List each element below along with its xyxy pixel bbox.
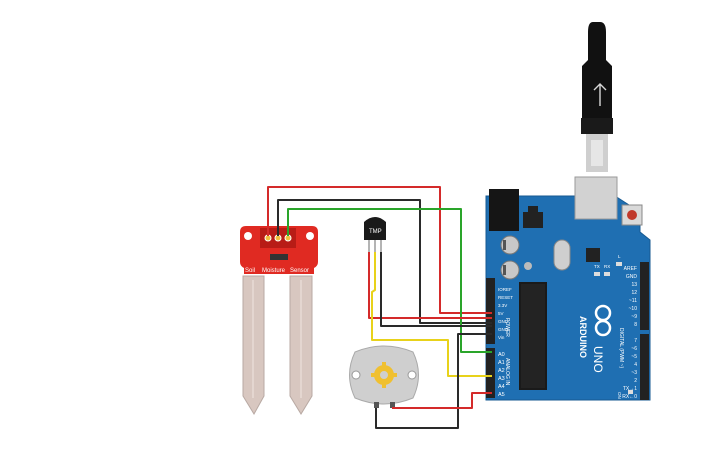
power-section-label: POWER (504, 318, 510, 337)
pin-label-aref: AREF (624, 266, 637, 272)
wire-motor-signal[interactable] (392, 392, 492, 409)
analog-header (486, 348, 495, 398)
soil-moisture-sensor[interactable]: Soil Moisture Sensor (240, 226, 318, 415)
pin-label-8: 8 (634, 322, 637, 328)
pin-label-tx1: TX→1 (623, 386, 637, 392)
power-header (486, 278, 495, 344)
pin-label-gnd-2: GND (498, 327, 509, 332)
capacitor-2 (500, 260, 520, 280)
wire-tmp-vcc[interactable] (368, 252, 492, 319)
wire-sensor-gnd[interactable] (277, 199, 492, 324)
digital-section-label: DIGITAL (PWM ~) (618, 328, 624, 368)
wires (267, 186, 492, 429)
motor-gear-icon (371, 362, 397, 388)
led-label-rx: RX (604, 264, 610, 269)
pin-label-11: ~11 (629, 298, 637, 304)
digital-header-top (640, 262, 649, 330)
arduino-logo-icon (594, 304, 612, 337)
pin-label-a5: A5 (498, 392, 505, 398)
pin-label-a3: A3 (498, 376, 505, 382)
pin-label-10: ~10 (629, 306, 638, 312)
tmp36-sensor[interactable]: TMP (364, 217, 386, 252)
pin-label-5v: 5V (498, 311, 504, 316)
analog-section-label: ANALOG IN (504, 358, 510, 386)
usb-port (574, 176, 618, 220)
wire-tmp-gnd[interactable] (380, 252, 492, 327)
pin-label-reset: RESET (498, 295, 513, 300)
pin-label-7: 7 (634, 338, 637, 344)
pin-label-9: ~9 (631, 314, 637, 320)
power-jack (489, 189, 519, 231)
board-brand-label: ARDUINO (578, 316, 588, 358)
pin-label-rx0: RX←0 (622, 394, 637, 400)
crystal-oscillator (553, 239, 571, 271)
board-model-label: UNO (591, 346, 605, 373)
wire-sensor-vcc[interactable] (267, 186, 492, 314)
tmp-label: TMP (369, 229, 382, 235)
pin-label-13: 13 (631, 282, 637, 288)
pin-label-3: ~3 (631, 370, 637, 376)
usb-cable[interactable] (581, 22, 613, 172)
sensor-label-moisture: Moisture (262, 268, 286, 274)
led-label-tx: TX (594, 264, 600, 269)
pin-label-vin: Vin (498, 335, 505, 340)
pin-label-12: 12 (631, 290, 637, 296)
pin-label-3v3: 3.3V (498, 303, 507, 308)
dc-motor[interactable] (349, 345, 419, 408)
pin-label-2: 2 (634, 378, 637, 384)
arduino-uno-board[interactable] (485, 176, 651, 401)
pin-label-4: 4 (634, 362, 637, 368)
sensor-label-sensor: Sensor (290, 268, 309, 274)
pin-label-ioref: IOREF (498, 287, 512, 292)
wire-sensor-signal[interactable] (287, 208, 492, 353)
pin-label-5: ~5 (631, 354, 637, 360)
on-label: ON (617, 392, 622, 399)
wire-tmp-signal[interactable] (371, 252, 492, 377)
pin-label-a1: A1 (498, 360, 505, 366)
pin-label-gnd-3: GND (626, 274, 638, 280)
reset-button[interactable] (621, 204, 643, 226)
capacitor-1 (500, 235, 520, 255)
pin-label-a2: A2 (498, 368, 505, 374)
led-label-l: L (618, 254, 621, 259)
pin-label-a4: A4 (498, 384, 505, 390)
digital-header-bottom (640, 334, 649, 400)
pin-label-gnd-1: GND (498, 319, 509, 324)
pin-label-a0: A0 (498, 352, 505, 358)
sensor-label-soil: Soil (245, 268, 255, 274)
pin-label-6: ~6 (631, 346, 637, 352)
wire-motor-gnd[interactable] (375, 333, 492, 429)
